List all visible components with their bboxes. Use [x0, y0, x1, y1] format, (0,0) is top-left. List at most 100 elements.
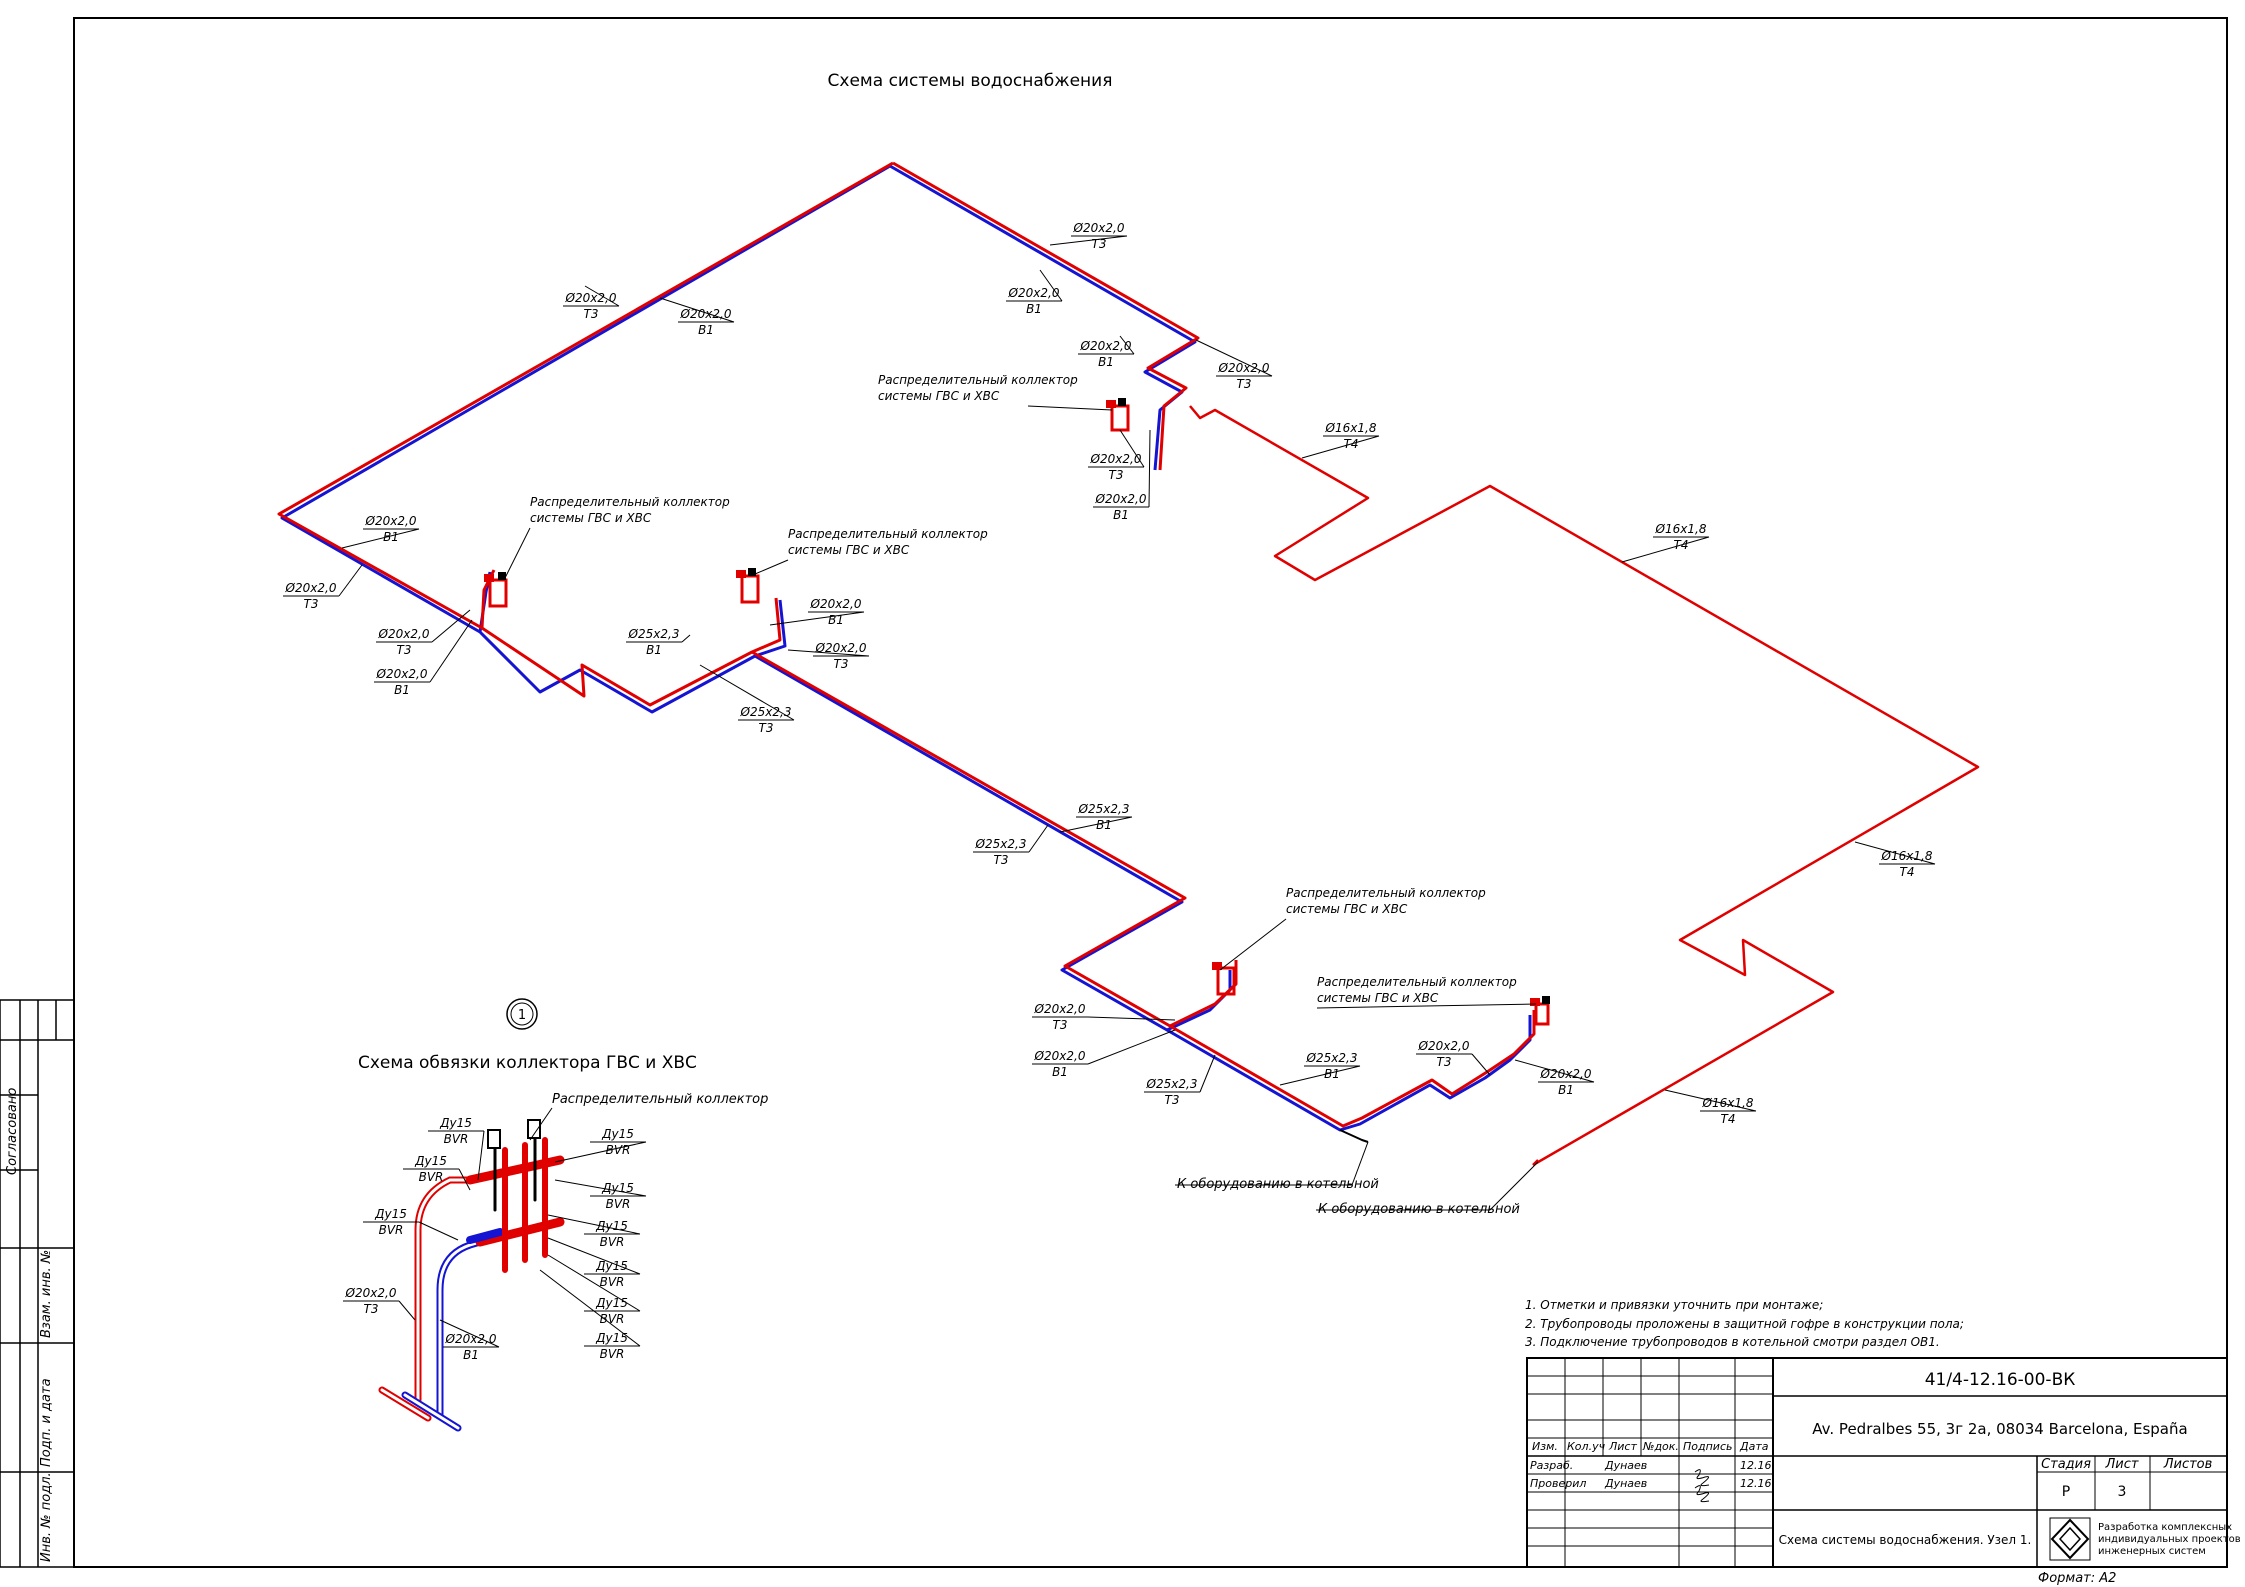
collector-5: [1534, 1002, 1550, 1026]
pipe-b1-south-east: [1166, 1015, 1532, 1132]
address: Av. Pedralbes 55, 3г 2а, 08034 Barcelona…: [1812, 1420, 2187, 1438]
pipe-tag-13: Ø20x2,0B1: [374, 619, 473, 697]
header-data: Дата: [1739, 1440, 1769, 1453]
pipe-tag-20-system: T3: [994, 853, 1009, 867]
detail-piping: [378, 1119, 565, 1432]
detail-tag-3-size: Ду15: [374, 1207, 407, 1221]
pipe-tag-8-system: T3: [1109, 468, 1124, 482]
pipe-tag-18-system: T4: [1674, 538, 1689, 552]
pipe-tag-27: Ø20x2,0B1: [1514, 1059, 1595, 1097]
pipe-tag-10: Ø20x2,0B1: [341, 514, 420, 549]
collector-label-line2: системы ГВС и ХВС: [878, 389, 1000, 403]
pipe-tag-7-size: Ø16x1,8: [1325, 421, 1377, 435]
detail-number: 1: [518, 1008, 526, 1023]
detail-tag-10-system: T3: [364, 1302, 379, 1316]
pipe-tag-15-size: Ø25x2,3: [740, 705, 792, 719]
pipe-tag-16-system: B1: [828, 613, 844, 627]
detail-tag-2-size: Ду15: [414, 1154, 447, 1168]
pipe-tag-10-system: B1: [383, 530, 399, 544]
signature-2: [1694, 1485, 1710, 1503]
sign-date-label: Подп. и дата: [39, 1378, 54, 1467]
pipe-tag-11-system: T3: [304, 597, 319, 611]
detail-tag-8-size: Ду15: [595, 1296, 628, 1310]
pipe-tag-25-system: T3: [1165, 1093, 1180, 1107]
detail-tag-11: Ø20x2,0B1: [439, 1319, 500, 1362]
detail-title: Схема обвязки коллектора ГВС и ХВС: [358, 1053, 697, 1073]
pipe-tag-3-size: Ø20x2,0: [1073, 221, 1125, 235]
pipe-tag-3: Ø20x2,0T3: [1049, 221, 1128, 251]
header-ndok: №док.: [1642, 1440, 1679, 1453]
pipe-tag-5: Ø20x2,0B1: [1078, 335, 1135, 369]
collector-label-line2: системы ГВС и ХВС: [1286, 902, 1408, 916]
pipe-tag-7-system: T4: [1344, 437, 1359, 451]
pipe-tag-11: Ø20x2,0T3: [283, 564, 363, 611]
collector-label-line2: системы ГВС и ХВС: [788, 543, 910, 557]
detail-tag-11-system: B1: [463, 1348, 479, 1362]
pipe-tag-14-size: Ø25x2,3: [628, 627, 680, 641]
pipe-tag-12-size: Ø20x2,0: [378, 627, 430, 641]
pipe-tag-8: Ø20x2,0T3: [1088, 429, 1145, 482]
pipe-tag-1-size: Ø20x2,0: [565, 291, 617, 305]
detail-tag-9-system: BVR: [600, 1347, 625, 1361]
collector-label-line1: Распределительный коллектор: [788, 527, 988, 541]
detail-tags: Ду15BVRДу15BVRДу15BVRДу15BVRДу15BVRДу15B…: [343, 1116, 647, 1362]
agreed-label: Согласовано: [5, 1088, 20, 1175]
note-3: 3. Подключение трубопроводов в котельной…: [1525, 1335, 1940, 1349]
pipe-tag-26: Ø20x2,0T3: [1416, 1039, 1491, 1076]
pipe-tag-21-size: Ø16x1,8: [1881, 849, 1933, 863]
collector-label-2: Распределительный коллектор системы ГВС и…: [754, 527, 988, 575]
pipe-tag-16: Ø20x2,0B1: [769, 597, 865, 627]
pipe-tag-6-system: T3: [1237, 377, 1252, 391]
sheets-label: Листов: [2163, 1457, 2213, 1472]
pipe-tag-21: Ø16x1,8T4: [1854, 841, 1936, 879]
pipe-tag-14: Ø25x2,3B1: [626, 627, 691, 657]
pipe-tag-5-size: Ø20x2,0: [1080, 339, 1132, 353]
pipe-tag-28-size: Ø16x1,8: [1702, 1096, 1754, 1110]
pipe-network: [277, 161, 1980, 1167]
pipe-tag-17-size: Ø20x2,0: [815, 641, 867, 655]
detail-tag-1-system: BVR: [444, 1132, 469, 1146]
name-checker: Дунаев: [1604, 1477, 1647, 1490]
pipe-tag-14-system: B1: [646, 643, 662, 657]
detail-tag-6-size: Ду15: [595, 1219, 628, 1233]
pipe-tag-1-system: T3: [584, 307, 599, 321]
pipe-tag-9: Ø20x2,0B1: [1093, 429, 1151, 522]
name-developer: Дунаев: [1604, 1459, 1647, 1472]
pipe-tag-27-size: Ø20x2,0: [1540, 1067, 1592, 1081]
date-checker: 12.16: [1740, 1477, 1772, 1490]
pipe-tag-2-system: B1: [698, 323, 714, 337]
detail-tag-4-size: Ду15: [601, 1127, 634, 1141]
boiler-label-1: К оборудованию в котельной: [1177, 1177, 1379, 1192]
pipe-tag-25-size: Ø25x2,3: [1146, 1077, 1198, 1091]
pipe-t4-recirc: [1189, 405, 1980, 1167]
pipe-tag-1: Ø20x2,0T3: [563, 285, 620, 321]
pipe-tag-9-size: Ø20x2,0: [1095, 492, 1147, 506]
header-izm: Изм.: [1532, 1440, 1558, 1453]
detail-collector-label: Распределительный коллектор: [552, 1092, 768, 1107]
pipe-t3-south-east: [1169, 1010, 1536, 1128]
pipe-tag-27-system: B1: [1558, 1083, 1574, 1097]
detail-tag-1-size: Ду15: [439, 1116, 472, 1130]
pipe-tag-4-size: Ø20x2,0: [1008, 286, 1060, 300]
pipe-tag-22-size: Ø20x2,0: [1034, 1002, 1086, 1016]
detail-circle: [506, 998, 538, 1030]
pipe-tag-10-size: Ø20x2,0: [365, 514, 417, 528]
pipe-tag-17-system: T3: [834, 657, 849, 671]
pipe-tag-8-size: Ø20x2,0: [1090, 452, 1142, 466]
stage-value: Р: [2062, 1484, 2070, 1500]
pipe-b1-main: [889, 164, 1197, 471]
title-block: [1526, 1357, 2228, 1568]
pipe-b1-main-west: [280, 164, 891, 714]
collector-label-line2: системы ГВС и ХВС: [1317, 991, 1439, 1005]
stage-label: Стадия: [2041, 1457, 2091, 1472]
pipe-tag-28-system: T4: [1721, 1112, 1736, 1126]
